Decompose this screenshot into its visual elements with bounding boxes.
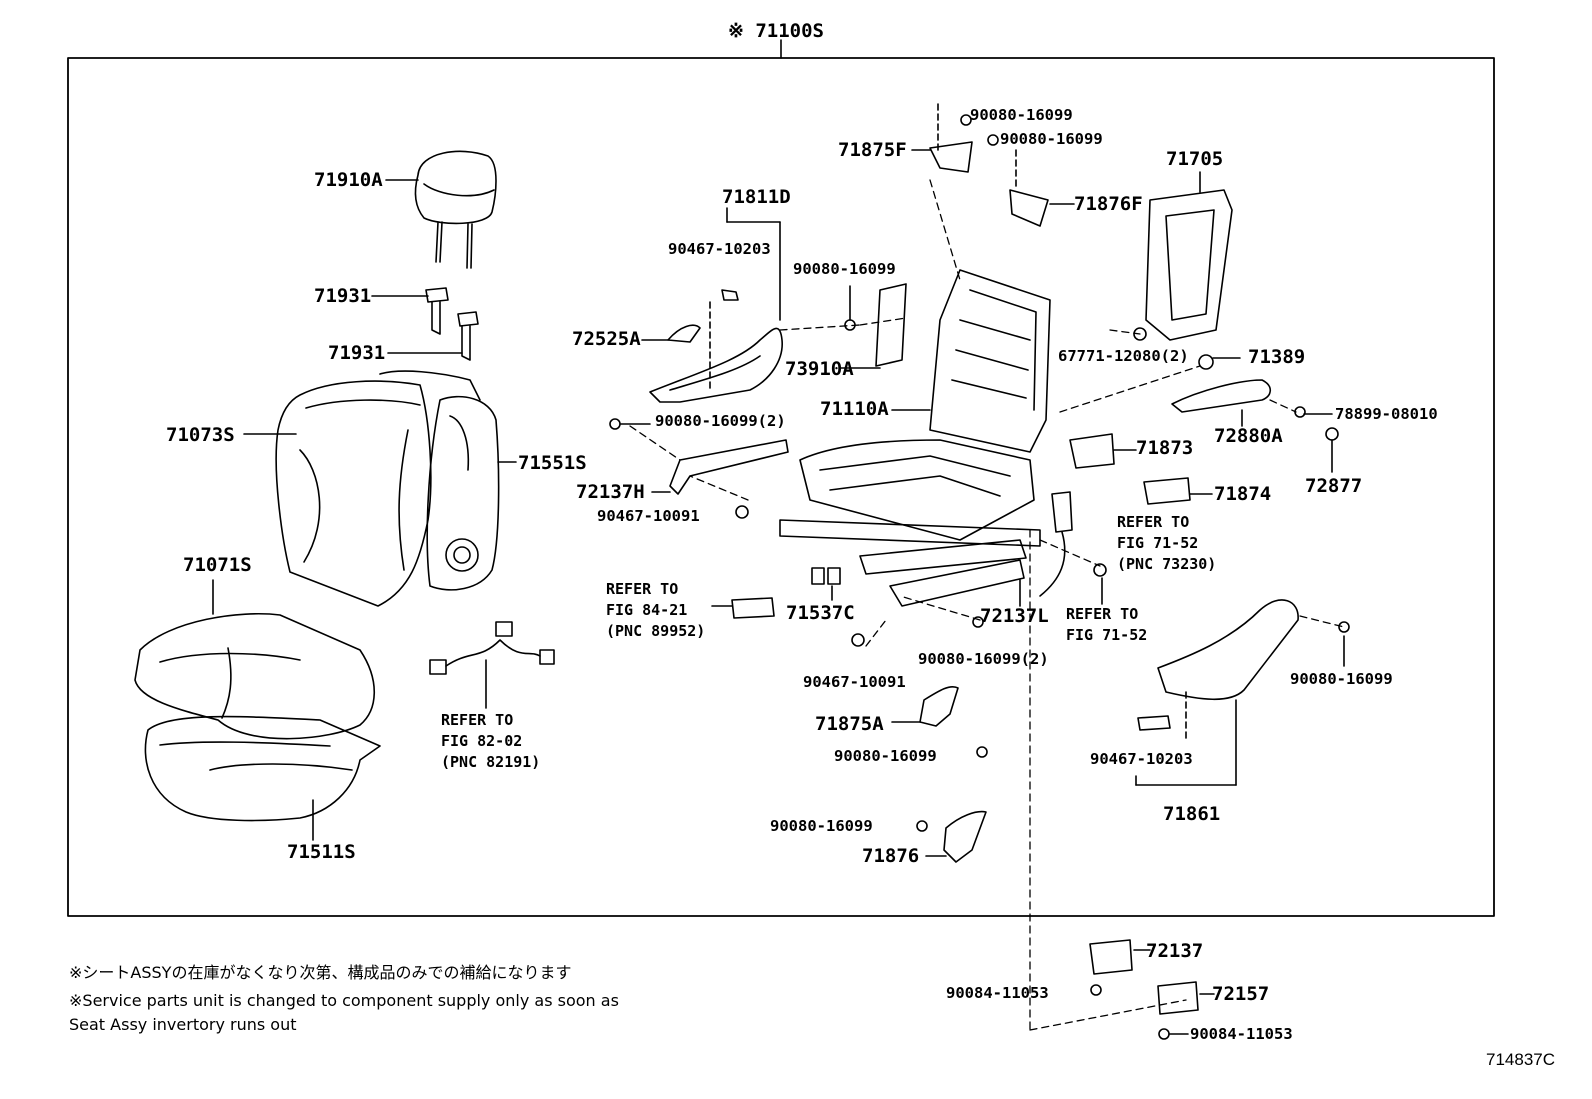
part-71811D[interactable]: 71811D: [722, 186, 791, 208]
lower-brackets-drawing: [891, 685, 987, 863]
note-japanese: ※シートASSYの在庫がなくなり次第、構成品のみでの補給になります: [69, 963, 572, 982]
part-71873[interactable]: 71873: [1136, 437, 1194, 459]
part-71875F[interactable]: 71875F: [838, 139, 907, 161]
part-71931-upper[interactable]: 71931: [314, 285, 372, 307]
seat-belt-buckle-drawing: [1039, 491, 1103, 605]
part-90084-11053-a[interactable]: 90084-11053: [946, 984, 1049, 1002]
part-71073S[interactable]: 71073S: [166, 424, 235, 446]
part-90467-10203-b[interactable]: 90467-10203: [1090, 750, 1193, 768]
part-72137H[interactable]: 72137H: [576, 481, 645, 503]
part-71511S[interactable]: 71511S: [287, 841, 356, 863]
small-brackets-drawing: [1069, 433, 1213, 505]
assembly-label: ※ 71100S: [728, 20, 824, 42]
part-71931-lower[interactable]: 71931: [328, 342, 386, 364]
part-90080-16099-2-a[interactable]: 90080-16099(2): [655, 412, 786, 430]
part-73910A[interactable]: 73910A: [785, 358, 854, 380]
part-71537C[interactable]: 71537C: [786, 602, 855, 624]
part-71910A[interactable]: 71910A: [314, 169, 383, 191]
part-71876[interactable]: 71876: [862, 845, 920, 867]
part-90080-16099-2-b[interactable]: 90080-16099(2): [918, 650, 1049, 668]
part-71876F[interactable]: 71876F: [1074, 193, 1143, 215]
part-71071S[interactable]: 71071S: [183, 554, 252, 576]
part-90467-10091-a[interactable]: 90467-10091: [597, 507, 700, 525]
part-71705[interactable]: 71705: [1166, 148, 1224, 170]
part-72137L[interactable]: 72137L: [980, 605, 1049, 627]
bolt-symbols: [609, 114, 1350, 1040]
reference-fig-71-52-a[interactable]: REFER TO FIG 71-52 (PNC 73230): [1117, 513, 1217, 573]
note-english-line2: Seat Assy invertory runs out: [69, 1015, 297, 1034]
seat-frame-drawing: [779, 269, 1051, 575]
cushion-cover-drawing: [134, 579, 376, 740]
part-72157[interactable]: 72157: [1212, 983, 1270, 1005]
part-71389[interactable]: 71389: [1248, 346, 1306, 368]
part-78899-08010[interactable]: 78899-08010: [1335, 405, 1438, 423]
part-71110A[interactable]: 71110A: [820, 398, 889, 420]
recliner-cover-drawing: [641, 207, 783, 403]
part-72525A[interactable]: 72525A: [572, 328, 641, 350]
wire-harness-drawing: [429, 621, 555, 709]
part-90467-10203-a[interactable]: 90467-10203: [668, 240, 771, 258]
part-90080-16099-g[interactable]: 90080-16099: [1290, 670, 1393, 688]
cushion-pad-drawing: [144, 715, 381, 841]
part-71551S[interactable]: 71551S: [518, 452, 587, 474]
part-72880A[interactable]: 72880A: [1214, 425, 1283, 447]
dashed-guide-lines: [629, 179, 1345, 1031]
part-90084-11053-b[interactable]: 90084-11053: [1190, 1025, 1293, 1043]
side-cover-drawing: [426, 395, 517, 591]
connector-drawing: [711, 567, 841, 619]
part-90080-16099-b[interactable]: 90080-16099: [970, 106, 1073, 124]
headrest-support-drawing: [371, 287, 479, 361]
part-72137[interactable]: 72137: [1146, 940, 1204, 962]
part-72877[interactable]: 72877: [1305, 475, 1363, 497]
part-90080-16099-a[interactable]: 90080-16099: [793, 260, 896, 278]
reference-fig-82-02[interactable]: REFER TO FIG 82-02 (PNC 82191): [441, 711, 541, 771]
part-90467-10091-b[interactable]: 90467-10091: [803, 673, 906, 691]
lever-handle-drawing: [1171, 354, 1333, 473]
part-71875A[interactable]: 71875A: [815, 713, 884, 735]
part-90080-16099-f[interactable]: 90080-16099: [770, 817, 873, 835]
part-90080-16099-e[interactable]: 90080-16099: [834, 747, 937, 765]
part-71861[interactable]: 71861: [1163, 803, 1221, 825]
side-shield-drawing: [1145, 171, 1233, 341]
reference-fig-84-21[interactable]: REFER TO FIG 84-21 (PNC 89952): [606, 580, 706, 640]
figure-id: 714837C: [1486, 1050, 1556, 1069]
outer-cover-drawing: [1135, 599, 1345, 786]
part-90080-16099-c[interactable]: 90080-16099: [1000, 130, 1103, 148]
headrest-drawing: [385, 150, 497, 269]
reference-fig-71-52-b[interactable]: REFER TO FIG 71-52: [1066, 605, 1148, 644]
note-english-line1: ※Service parts unit is changed to compon…: [69, 991, 619, 1010]
part-71874[interactable]: 71874: [1214, 483, 1272, 505]
part-67771-12080[interactable]: 67771-12080(2): [1058, 347, 1189, 365]
seatback-cover-drawing: [243, 370, 481, 607]
upper-brackets-drawing: [911, 103, 1075, 227]
